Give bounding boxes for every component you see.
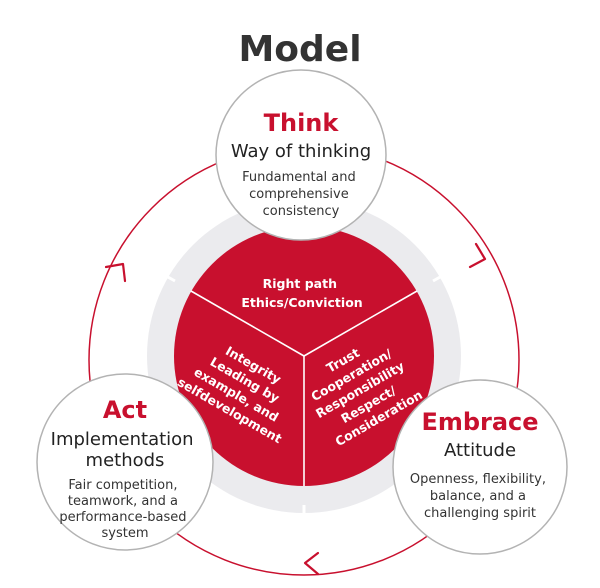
node-act-desc: Fair competition, teamwork, and a perfor… [59, 478, 190, 541]
node-think-circle [215, 69, 387, 241]
node-embrace-desc-line: Openness, flexibility, [410, 472, 546, 487]
node-act-desc-line: teamwork, and a [68, 494, 178, 509]
node-think-desc-line: consistency [263, 204, 340, 219]
node-act-heading: Act [103, 396, 147, 424]
diagram-title: Model [238, 29, 361, 70]
node-act-subtitle-line: Implementation [51, 429, 194, 450]
node-think-subtitle: Way of thinking [231, 141, 371, 162]
node-embrace-subtitle: Attitude [444, 440, 516, 461]
cycle-arrow-left-icon [104, 262, 127, 283]
core-divider-left [190, 290, 305, 357]
cycle-arrow-right-icon [468, 242, 487, 269]
node-act-circle [36, 373, 214, 551]
node-embrace-desc-line: challenging spirit [424, 506, 536, 521]
node-act-desc-line: Fair competition, [68, 478, 177, 493]
node-act: Act Implementation methods Fair competit… [36, 373, 214, 551]
node-think: Think Way of thinking Fundamental and co… [215, 69, 387, 241]
node-act-desc-line: system [102, 526, 149, 541]
node-embrace-desc: Openness, flexibility, balance, and a ch… [410, 472, 550, 521]
node-act-subtitle: Implementation methods [51, 429, 200, 471]
core-ring-divider-right [432, 265, 459, 283]
core-divider-right [303, 290, 418, 357]
node-think-heading: Think [264, 109, 340, 137]
node-think-desc: Fundamental and comprehensive consistenc… [242, 170, 360, 219]
node-embrace-circle [392, 379, 568, 555]
node-act-subtitle-line: methods [86, 450, 165, 471]
core-top-line: Ethics/Conviction [241, 295, 362, 310]
cycle-arrow-bottom-icon [303, 551, 320, 576]
node-embrace: Embrace Attitude Openness, flexibility, … [392, 379, 568, 555]
node-embrace-desc-line: balance, and a [430, 489, 526, 504]
node-think-desc-line: comprehensive [249, 187, 349, 202]
node-think-desc-line: Fundamental and [242, 170, 356, 185]
node-embrace-heading: Embrace [421, 408, 538, 436]
core-top-line: Right path [263, 276, 337, 291]
core-ring-divider-left [149, 265, 176, 283]
core-segment-top: Right path Ethics/Conviction [241, 276, 362, 310]
node-act-desc-line: performance-based [59, 510, 186, 525]
